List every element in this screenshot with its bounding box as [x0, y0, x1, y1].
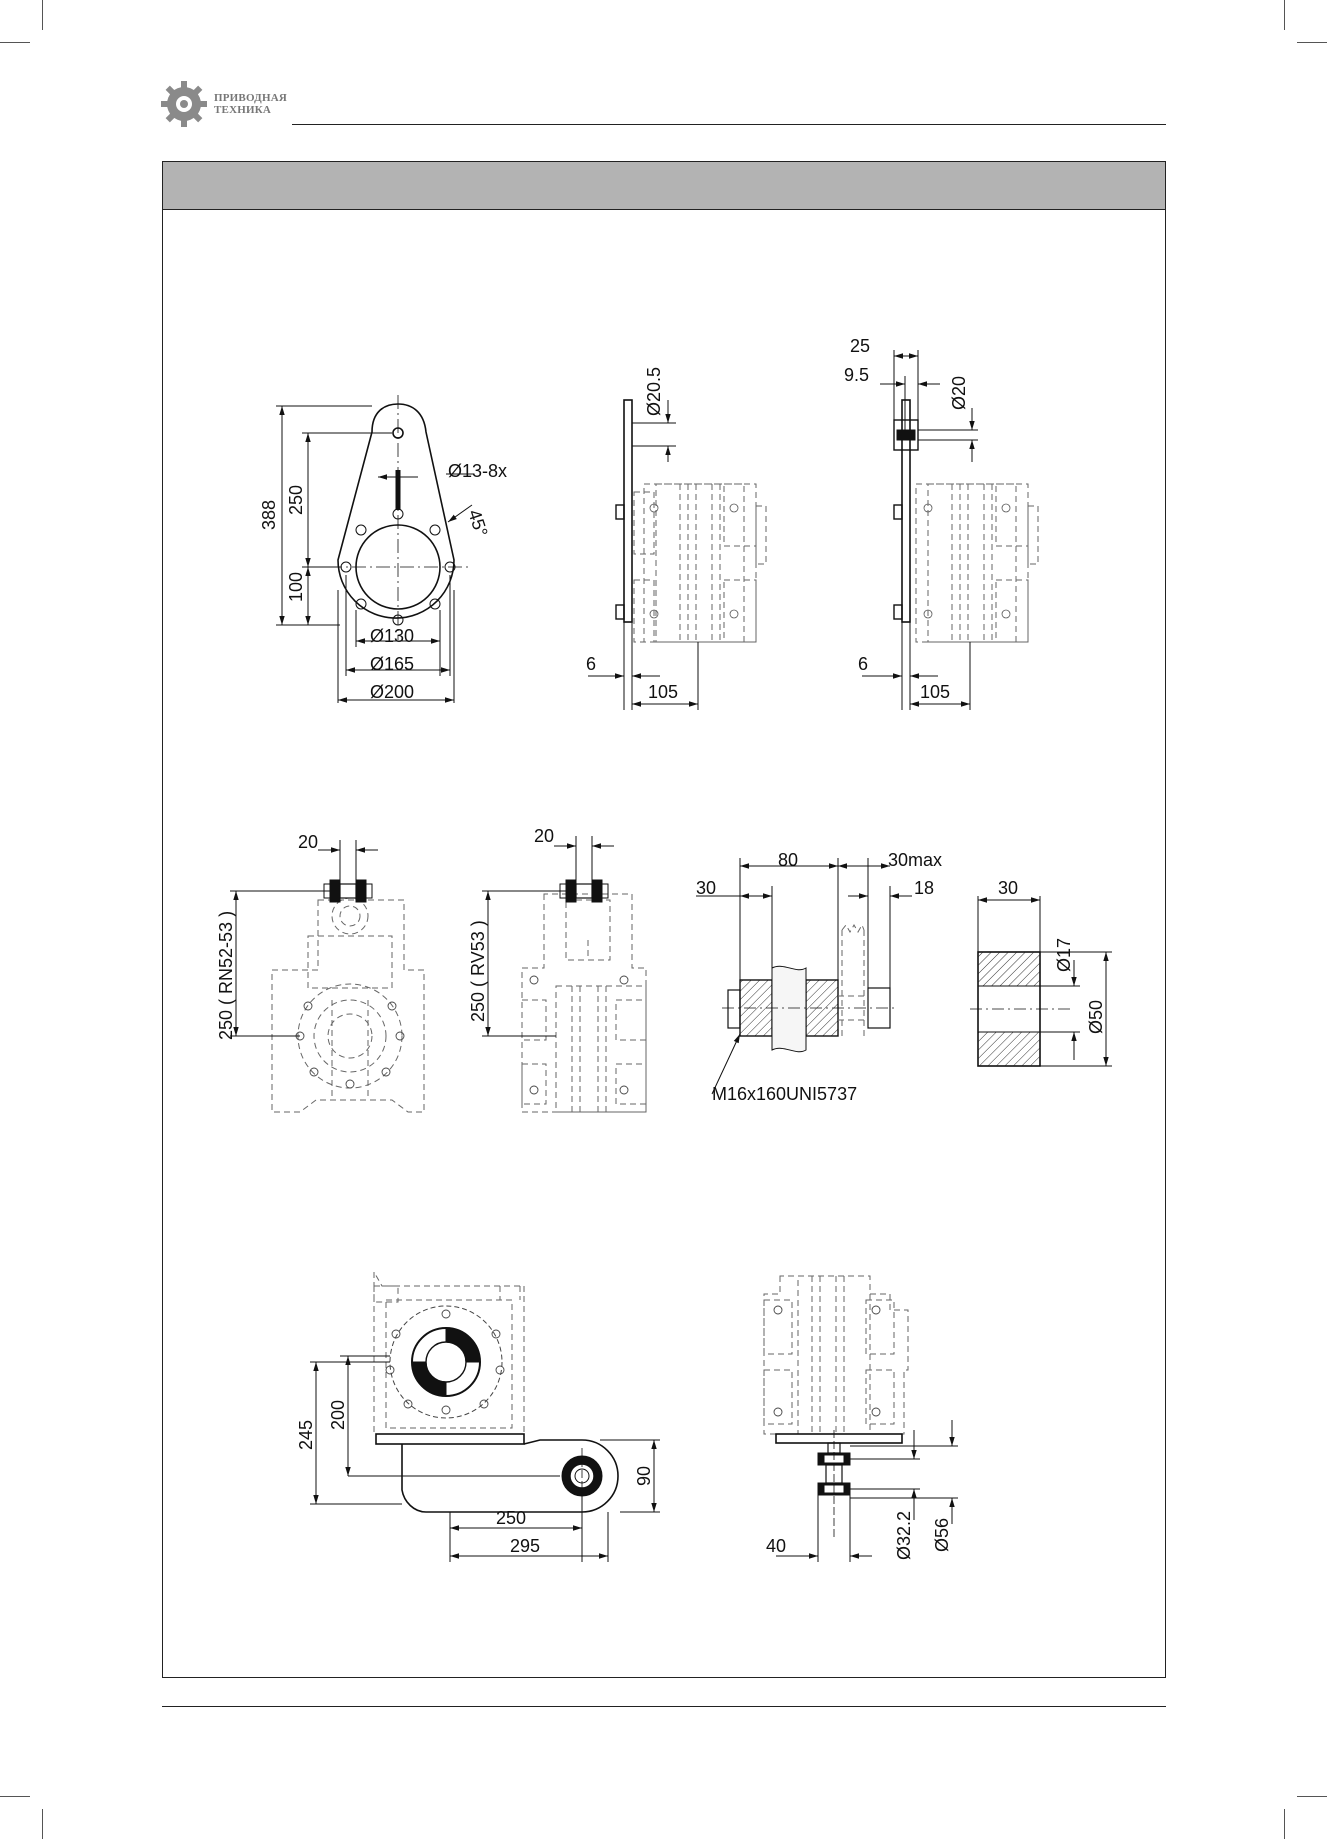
front-view-rn-labels: 20 250 ( RN52-53 ) — [216, 832, 318, 1040]
crop-mark — [0, 42, 30, 43]
logo-text: ПРИВОДНАЯ ТЕХНИКА — [214, 92, 287, 116]
front-view-torque-arm — [310, 1270, 660, 1562]
front-view-rn52-53 — [230, 840, 425, 1113]
bolt-assembly-labels: 80 30max 30 18 M16x160UNI5737 — [696, 850, 942, 1104]
dim-dia-200: Ø200 — [370, 682, 414, 702]
logo-line-2: ТЕХНИКА — [214, 104, 272, 116]
dim-angle-45: 45° — [464, 507, 491, 539]
dim-dia-50: Ø50 — [1086, 1000, 1106, 1034]
dim-6-left: 6 — [586, 654, 596, 674]
dim-200: 200 — [328, 1400, 348, 1430]
dim-245: 245 — [296, 1420, 316, 1450]
dim-30-bolt: 30 — [696, 878, 716, 898]
dim-105-left: 105 — [648, 682, 678, 702]
logo-line-1: ПРИВОДНАЯ — [214, 92, 287, 104]
dim-295: 295 — [510, 1536, 540, 1556]
side-view-shaft — [763, 1275, 958, 1562]
side-view-right-labels: 25 9.5 Ø20 6 105 — [844, 336, 969, 702]
dim-100: 100 — [286, 572, 306, 602]
side-view-plate-left — [588, 399, 767, 710]
dim-dia-165: Ø165 — [370, 654, 414, 674]
dim-dia-17: Ø17 — [1054, 938, 1074, 972]
side-view-shaft-labels: 40 Ø32.2 Ø56 — [766, 1511, 952, 1560]
side-view-rv53 — [482, 836, 647, 1113]
crop-mark — [1297, 42, 1327, 43]
dim-80: 80 — [778, 850, 798, 870]
dim-90: 90 — [634, 1466, 654, 1486]
torque-arm-plate-view — [276, 395, 474, 703]
dim-dia-20-5: Ø20.5 — [644, 367, 664, 416]
dim-6-right: 6 — [858, 654, 868, 674]
dim-20-rv: 20 — [534, 826, 554, 846]
title-bar — [163, 162, 1165, 210]
dim-250: 250 — [286, 485, 306, 515]
dim-388: 388 — [259, 500, 279, 530]
front-view-torque-arm-labels: 245 200 90 250 295 — [296, 1400, 654, 1556]
footer-rule — [162, 1706, 1166, 1707]
drawing-frame — [162, 161, 1166, 1678]
dim-dia-20: Ø20 — [949, 376, 969, 410]
dim-105-right: 105 — [920, 682, 950, 702]
gear-icon — [161, 81, 207, 127]
crop-mark — [42, 1809, 43, 1839]
crop-mark — [1284, 1809, 1285, 1839]
dim-250-arm: 250 — [496, 1508, 526, 1528]
side-view-rv-labels: 20 250 ( RV53 ) — [468, 826, 554, 1022]
bushing-section-view — [970, 896, 1112, 1067]
dim-40: 40 — [766, 1536, 786, 1556]
crop-mark — [1297, 1796, 1327, 1797]
dim-30max: 30max — [888, 850, 942, 870]
crop-mark — [0, 1796, 30, 1797]
dim-250-rn52-53: 250 ( RN52-53 ) — [216, 911, 236, 1040]
bolt-assembly-view — [696, 858, 912, 1095]
dim-dia-56: Ø56 — [932, 1518, 952, 1552]
crop-mark — [42, 0, 43, 30]
crop-mark — [1284, 0, 1285, 30]
dim-30-bushing: 30 — [998, 878, 1018, 898]
dim-20-rn: 20 — [298, 832, 318, 852]
dim-25: 25 — [850, 336, 870, 356]
bushing-section-labels: 30 Ø17 Ø50 — [998, 878, 1106, 1034]
side-view-left-labels: Ø20.5 6 105 — [586, 367, 678, 702]
dim-hole-13-8x: Ø13-8x — [448, 461, 507, 481]
dim-250-rv53: 250 ( RV53 ) — [468, 920, 488, 1022]
dim-dia-130: Ø130 — [370, 626, 414, 646]
dim-9-5: 9.5 — [844, 365, 869, 385]
side-view-bushing-right — [862, 350, 1039, 710]
dim-18: 18 — [914, 878, 934, 898]
bolt-spec: M16x160UNI5737 — [712, 1084, 857, 1104]
company-logo: ПРИВОДНАЯ ТЕХНИКА — [160, 80, 300, 130]
header-rule — [292, 124, 1166, 125]
torque-arm-dimension-labels: 388 250 100 Ø13-8x 45° Ø130 Ø165 Ø200 — [259, 461, 507, 702]
dim-dia-32-2: Ø32.2 — [894, 1511, 914, 1560]
